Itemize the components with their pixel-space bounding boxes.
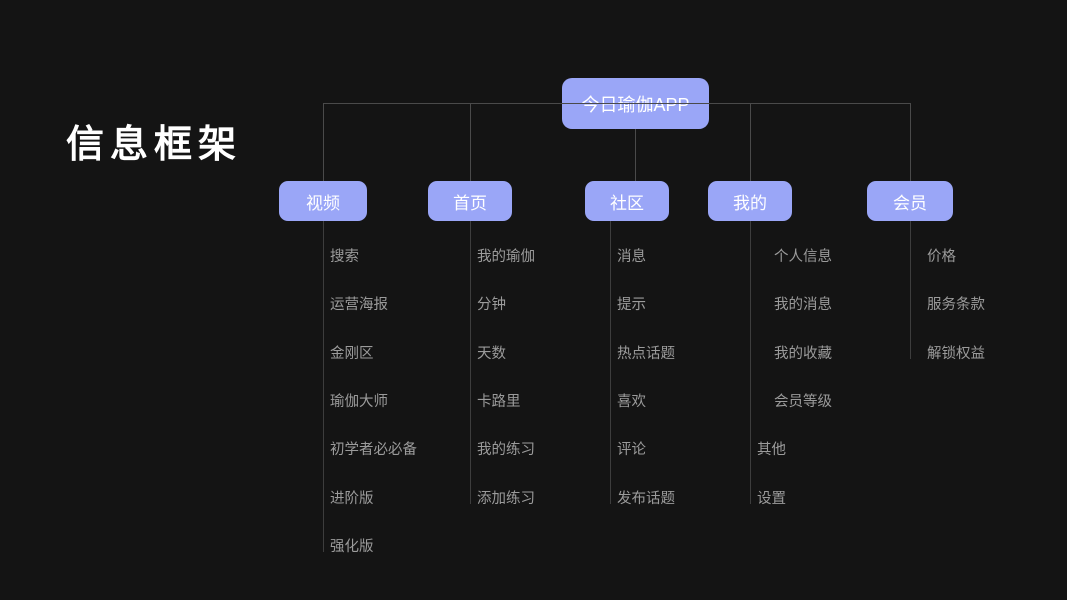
leaf-item[interactable]: 分钟 [477,297,506,314]
branch-node-4[interactable]: 我的 [708,181,792,221]
connector-branch-drop-4 [750,103,751,181]
leaf-item[interactable]: 强化版 [330,538,374,555]
leaf-item[interactable]: 瑜伽大师 [330,393,388,410]
leaf-item[interactable]: 消息 [617,249,646,265]
leaf-item[interactable]: 服务条款 [927,297,985,314]
leaf-item[interactable]: 解锁权益 [927,345,985,362]
connector-root-stem [635,129,636,181]
leaf-item[interactable]: 价格 [927,249,956,265]
root-node-label: 今日瑜伽APP [581,94,690,115]
column-spine-4 [750,221,751,504]
leaf-item[interactable]: 会员等级 [774,393,832,410]
connector-branch-drop-2 [470,103,471,181]
column-spine-2 [470,221,471,504]
leaf-item[interactable]: 其他 [757,442,786,459]
column-spine-5 [910,221,911,359]
leaf-item[interactable]: 发布话题 [617,490,675,507]
connector-branch-drop-5 [910,103,911,181]
column-spine-3 [610,221,611,504]
branch-node-label: 社区 [610,193,644,213]
leaf-item[interactable]: 我的瑜伽 [477,249,535,265]
column-spine-1 [323,221,324,552]
branch-node-label: 我的 [733,193,767,213]
leaf-item[interactable]: 天数 [477,345,506,362]
branch-node-1[interactable]: 视频 [279,181,367,221]
leaf-item[interactable]: 提示 [617,297,646,314]
leaf-item[interactable]: 个人信息 [774,249,832,265]
branch-node-5[interactable]: 会员 [867,181,953,221]
leaf-item[interactable]: 我的收藏 [774,345,832,362]
page-title: 信息框架 [66,124,243,166]
leaf-item[interactable]: 金刚区 [330,345,374,362]
branch-node-2[interactable]: 首页 [428,181,512,221]
leaf-item[interactable]: 评论 [617,442,646,459]
branch-node-3[interactable]: 社区 [585,181,669,221]
branch-node-label: 首页 [453,193,487,213]
leaf-item[interactable]: 我的练习 [477,442,535,459]
branch-node-label: 视频 [306,193,340,213]
connector-branch-drop-1 [323,103,324,181]
leaf-item[interactable]: 设置 [757,490,786,507]
leaf-item[interactable]: 卡路里 [477,393,521,410]
branch-node-label: 会员 [893,193,927,213]
connector-horizontal-bus [323,103,911,104]
leaf-item[interactable]: 喜欢 [617,393,646,410]
leaf-item[interactable]: 初学者必必备 [330,442,417,459]
leaf-item[interactable]: 我的消息 [774,297,832,314]
leaf-item[interactable]: 进阶版 [330,490,374,507]
leaf-item[interactable]: 运营海报 [330,297,388,314]
leaf-item[interactable]: 搜索 [330,249,359,265]
leaf-item[interactable]: 添加练习 [477,490,535,507]
leaf-item[interactable]: 热点话题 [617,345,675,362]
